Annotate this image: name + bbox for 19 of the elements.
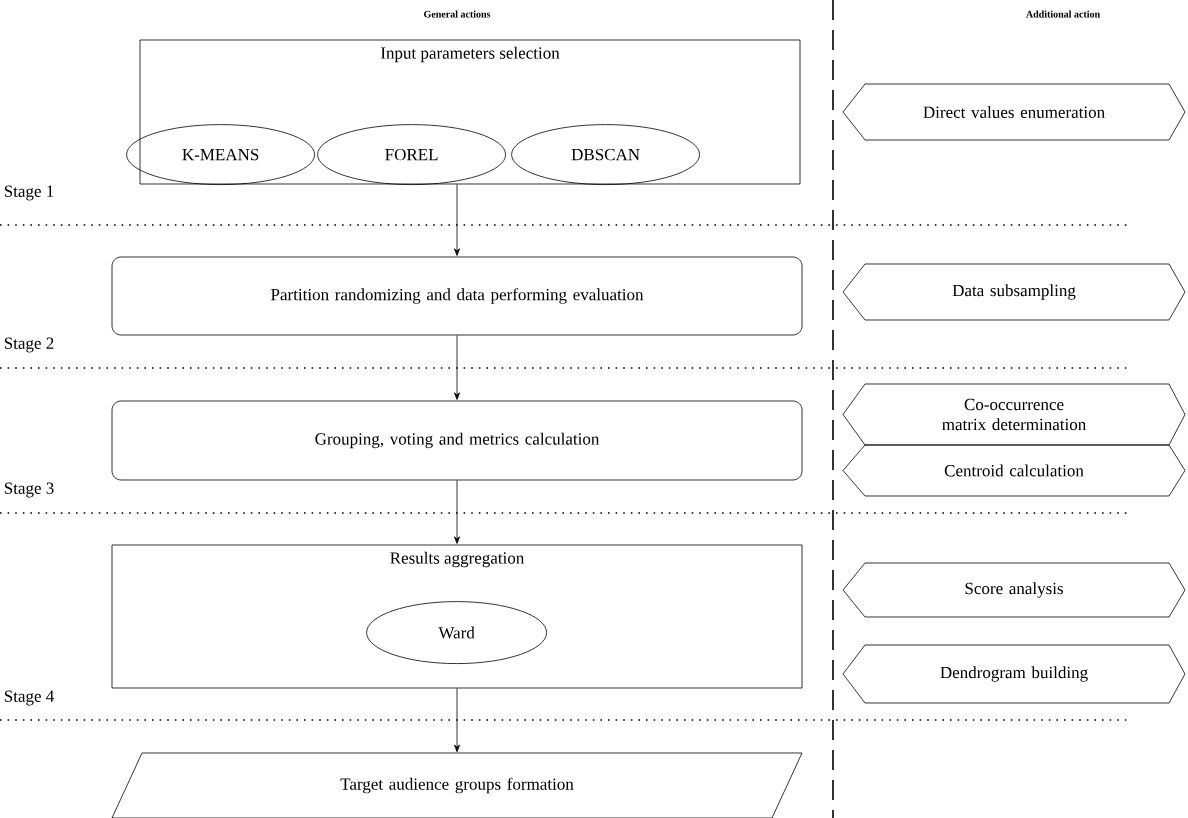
- action-hexagon: Direct values enumeration: [842, 83, 1186, 141]
- action-hexagon: Score analysis: [842, 562, 1186, 618]
- arrow: [454, 480, 460, 544]
- output-parallelogram: Target audience groups formation: [111, 752, 803, 818]
- action-hexagon: Data subsampling: [842, 263, 1186, 321]
- action-hexagon: Co-occurrence matrix determination: [842, 383, 1186, 446]
- stage-label: Stage 3: [4, 482, 54, 498]
- column-heading: General actions: [424, 10, 491, 18]
- stage-label: Stage 2: [4, 337, 54, 353]
- arrow: [454, 184, 460, 256]
- arrow: [454, 688, 460, 753]
- process-box: Partition randomizing and data performing evaluation: [111, 256, 803, 336]
- process-box: Grouping, voting and metrics calculation: [111, 400, 803, 481]
- stage-label: Stage 1: [4, 185, 54, 201]
- arrow: [454, 335, 460, 400]
- column-heading: Additional action: [1026, 10, 1100, 18]
- stage-label: Stage 4: [4, 690, 54, 706]
- action-hexagon: Centroid calculation: [842, 444, 1186, 497]
- action-hexagon: Dendrogram building: [842, 644, 1186, 704]
